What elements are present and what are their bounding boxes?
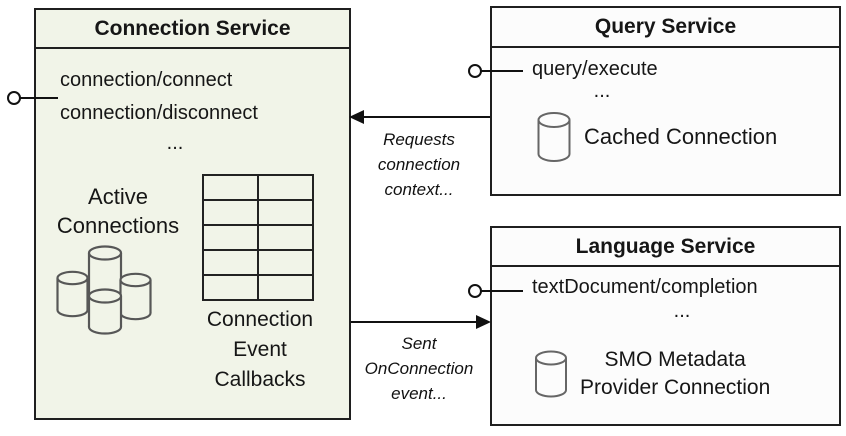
smo-metadata-provider-connection-label: SMO Metadata Provider Connection: [580, 348, 771, 399]
sent-onconnection-event-label: Sent OnConnection event...: [364, 334, 474, 403]
endpoint-textdocument-completion: textDocument/completion: [532, 276, 758, 298]
connection-endpoints: connection/connect connection/disconnect…: [60, 64, 304, 156]
database-icon: [535, 350, 567, 398]
language-endpoints-ellipsis: ...: [673, 300, 691, 322]
arrowhead-right-icon: [476, 315, 491, 329]
callback-table-icon: [202, 174, 314, 301]
connection-service-box: Connection Service connection/connect co…: [34, 8, 351, 420]
provided-interface-icon: [7, 91, 21, 105]
query-endpoints-ellipsis: ...: [593, 80, 611, 102]
active-connections-databases-icon: [56, 245, 152, 335]
language-service-box: Language Service textDocument/completion…: [490, 226, 841, 426]
endpoint-connection-connect: connection/connect: [60, 69, 233, 91]
provided-interface-icon: [468, 64, 482, 78]
endpoint-query-execute: query/execute: [532, 58, 658, 80]
language-service-title: Language Service: [492, 228, 839, 267]
requests-connection-context-label: Requests connection context...: [377, 130, 461, 199]
cached-connection-label: Cached Connection: [584, 124, 778, 149]
database-icon: [537, 112, 571, 162]
cached-connection-row: Cached Connection: [536, 110, 777, 164]
connection-service-title: Connection Service: [36, 10, 349, 49]
provided-interface-icon: [468, 284, 482, 298]
active-connections-label: Active Connections: [56, 184, 180, 238]
smo-metadata-row: SMO Metadata Provider Connection: [534, 346, 770, 402]
query-service-title: Query Service: [492, 8, 839, 48]
endpoints-ellipsis: ...: [166, 132, 184, 154]
connection-event-callbacks-label: Connection Event Callbacks: [206, 308, 314, 391]
query-service-box: Query Service query/execute ... Cached C…: [490, 6, 841, 196]
arrowhead-left-icon: [349, 110, 364, 124]
endpoint-connection-disconnect: connection/disconnect: [60, 102, 258, 124]
